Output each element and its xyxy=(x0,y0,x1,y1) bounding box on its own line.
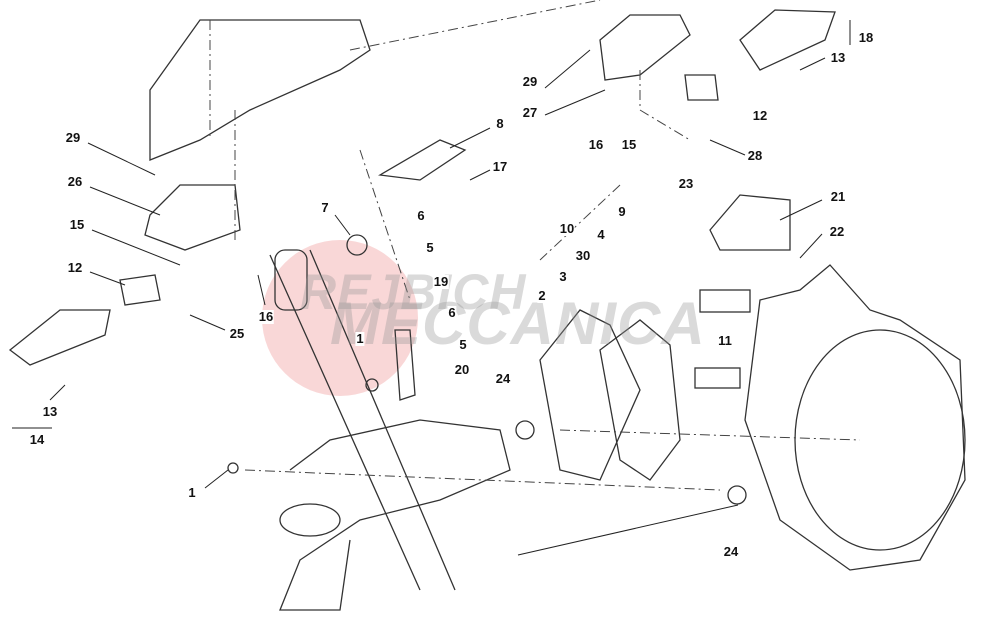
watermark-logo-circle xyxy=(262,240,418,396)
callout-label: 1 xyxy=(355,331,365,346)
left-mount xyxy=(144,184,241,251)
callout-label: 15 xyxy=(68,217,86,232)
callout-label: 22 xyxy=(828,224,846,239)
watermark-text-2: MECCANICA xyxy=(330,290,706,357)
headlight-lens xyxy=(794,329,966,551)
callout-label: 9 xyxy=(617,204,627,219)
callout-label: 6 xyxy=(416,208,426,223)
bracket-21 xyxy=(709,194,791,251)
callout-label: 20 xyxy=(453,362,471,377)
callout-label: 29 xyxy=(64,130,82,145)
right-mount xyxy=(599,14,691,81)
callout-label: 4 xyxy=(596,227,606,242)
right-indicator xyxy=(739,9,836,71)
callout-label: 13 xyxy=(829,50,847,65)
callout-label: 12 xyxy=(66,260,84,275)
callout-label: 18 xyxy=(857,30,875,45)
callout-label: 14 xyxy=(28,432,46,447)
callout-label: 24 xyxy=(494,371,512,386)
callout-label: 16 xyxy=(587,137,605,152)
callout-label: 2 xyxy=(537,288,547,303)
bulb-holder-9 xyxy=(699,289,751,313)
callout-label: 24 xyxy=(722,544,740,559)
callout-label: 5 xyxy=(425,240,435,255)
callout-label: 27 xyxy=(521,105,539,120)
callout-label: 17 xyxy=(491,159,509,174)
gasket-30 xyxy=(599,319,681,481)
callout-label: 29 xyxy=(521,74,539,89)
callout-label: 8 xyxy=(495,116,505,131)
callout-label: 25 xyxy=(228,326,246,341)
headlight-shell xyxy=(744,264,966,571)
callout-label: 13 xyxy=(41,404,59,419)
callout-label: 15 xyxy=(620,137,638,152)
callout-label: 1 xyxy=(187,485,197,500)
lower-triple-clamp xyxy=(279,419,511,611)
bulb-holder-4 xyxy=(694,367,741,389)
callout-label: 6 xyxy=(447,305,457,320)
callout-label: 12 xyxy=(751,108,769,123)
watermark-text: REJBICH xyxy=(300,264,527,320)
callout-label: 28 xyxy=(746,148,764,163)
callout-label: 21 xyxy=(829,189,847,204)
callout-label: 5 xyxy=(458,337,468,352)
callout-label: 16 xyxy=(257,309,275,324)
callout-label: 7 xyxy=(320,200,330,215)
callout-label: 3 xyxy=(558,269,568,284)
callout-label: 19 xyxy=(432,274,450,289)
callout-label: 30 xyxy=(574,248,592,263)
upper-triple-clamp xyxy=(149,19,371,161)
headlight-bracket-3 xyxy=(539,309,641,481)
fork-stem xyxy=(269,249,456,591)
callout-label: 10 xyxy=(558,221,576,236)
callout-label: 26 xyxy=(66,174,84,189)
callout-label: 23 xyxy=(677,176,695,191)
callout-label: 11 xyxy=(717,333,733,348)
left-indicator xyxy=(8,309,111,366)
